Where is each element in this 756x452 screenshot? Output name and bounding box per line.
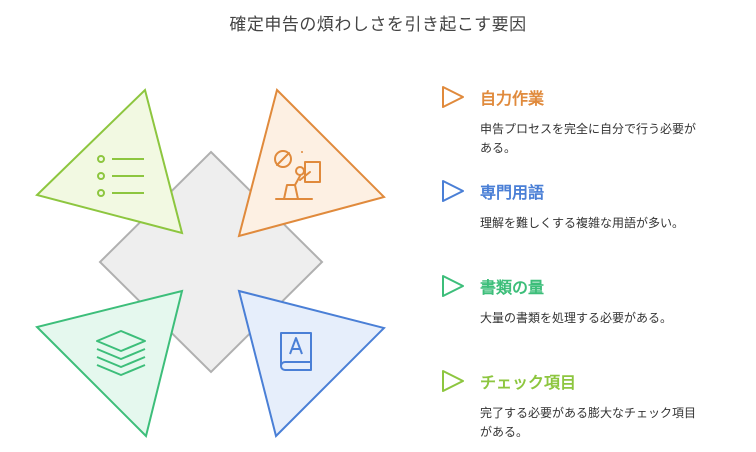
dictionary-book-icon [280, 332, 312, 371]
item-description: 大量の書類を処理する必要がある。 [480, 311, 673, 325]
item-description: 申告プロセスを完全に自分で行う必要がある。 [480, 122, 697, 155]
play-arrow-icon [442, 180, 464, 202]
triangle-checklist [35, 88, 184, 235]
page-title: 確定申告の煩わしさを引き起こす要因 [229, 15, 527, 35]
item-terminology: 専門用語 理解を難しくする複雑な用語が多い。 [440, 178, 740, 233]
item-title: 専門用語 [480, 183, 545, 202]
play-arrow-icon [442, 86, 464, 108]
item-title: 自力作業 [480, 89, 545, 108]
person-at-desk-icon [274, 150, 321, 200]
play-arrow-icon [442, 275, 464, 297]
item-documents: 書類の量 大量の書類を処理する必要がある。 [440, 273, 740, 328]
item-description: 完了する必要がある膨大なチェック項目がある。 [480, 406, 697, 439]
item-description: 理解を難しくする複雑な用語が多い。 [480, 216, 685, 230]
item-title: チェック項目 [480, 373, 577, 392]
checklist-icon [97, 155, 144, 197]
play-arrow-icon [442, 370, 464, 392]
factor-diagram [35, 88, 386, 438]
item-title: 書類の量 [480, 278, 545, 297]
item-self-work: 自力作業 申告プロセスを完全に自分で行う必要がある。 [440, 84, 740, 158]
triangle-documents [35, 289, 184, 438]
document-stack-icon [96, 330, 146, 376]
item-checklist: チェック項目 完了する必要がある膨大なチェック項目がある。 [440, 368, 740, 442]
